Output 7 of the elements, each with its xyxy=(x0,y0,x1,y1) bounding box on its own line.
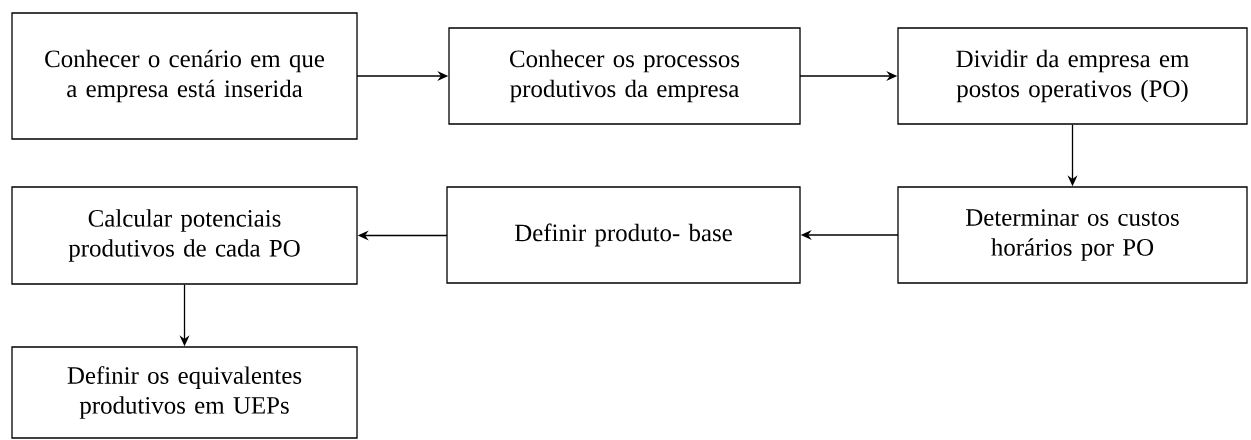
process-box: Definir produto- base xyxy=(446,186,801,284)
process-box: Calcular potenciais produtivos de cada PO xyxy=(11,186,358,285)
process-box: Definir os equivalentes produtivos em UEPs xyxy=(11,346,358,439)
process-box: Conhecer o cenário em que a empresa está inserida xyxy=(11,12,358,140)
process-box: Determinar os custos horários por PO xyxy=(897,186,1248,284)
process-box: Dividir da empresa em postos operativos (PO) xyxy=(897,27,1248,125)
process-box: Conhecer os processos produtivos da empresa xyxy=(448,27,801,125)
